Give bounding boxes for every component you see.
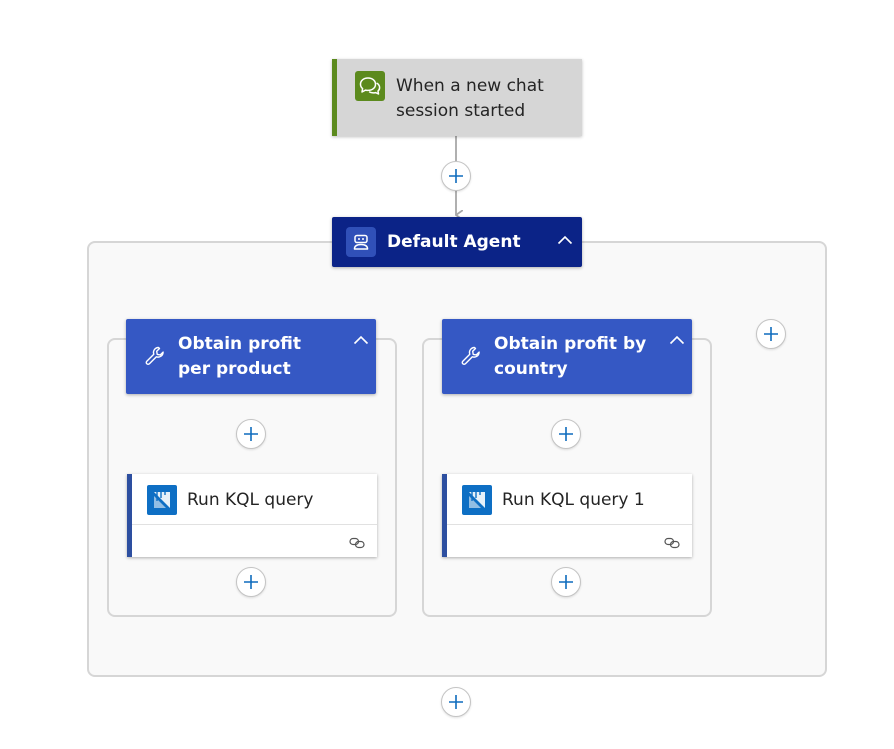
chevron-up-icon[interactable] xyxy=(666,331,688,349)
tool-card-obtain-profit-per-product[interactable]: Obtain profit per product xyxy=(126,319,376,394)
add-step-button[interactable] xyxy=(551,419,581,449)
add-step-button[interactable] xyxy=(441,687,471,717)
tool-title: Obtain profit per product xyxy=(178,334,302,379)
action-card-run-kql-query-1[interactable]: Run KQL query 1 xyxy=(442,474,692,557)
link-icon xyxy=(664,537,680,549)
plus-icon xyxy=(449,169,463,183)
plus-icon xyxy=(559,427,573,441)
agent-title: Default Agent xyxy=(387,232,521,252)
plus-icon xyxy=(449,695,463,709)
action-header: Run KQL query 1 xyxy=(447,474,692,525)
add-step-button[interactable] xyxy=(236,567,266,597)
chat-bubbles-icon xyxy=(355,71,385,101)
link-icon xyxy=(349,537,365,549)
bot-icon xyxy=(346,227,376,257)
trigger-card[interactable]: When a new chat session started xyxy=(332,59,582,136)
action-title: Run KQL query xyxy=(187,490,314,510)
plus-icon xyxy=(559,575,573,589)
tool-title: Obtain profit by country xyxy=(494,334,647,379)
add-step-button[interactable] xyxy=(551,567,581,597)
plus-icon xyxy=(244,427,258,441)
tool-card-obtain-profit-by-country[interactable]: Obtain profit by country xyxy=(442,319,692,394)
wrench-icon xyxy=(145,346,164,365)
kql-icon xyxy=(462,485,492,515)
kql-icon xyxy=(147,485,177,515)
chevron-up-icon[interactable] xyxy=(554,231,576,249)
wrench-icon xyxy=(461,346,480,365)
add-step-button[interactable] xyxy=(236,419,266,449)
add-step-button[interactable] xyxy=(441,161,471,191)
action-header: Run KQL query xyxy=(132,474,377,525)
action-card-run-kql-query[interactable]: Run KQL query xyxy=(127,474,377,557)
default-agent-card[interactable]: Default Agent xyxy=(332,217,582,267)
add-tool-button[interactable] xyxy=(756,319,786,349)
plus-icon xyxy=(764,327,778,341)
trigger-title: When a new chat session started xyxy=(396,76,544,121)
action-title: Run KQL query 1 xyxy=(502,490,645,510)
chevron-up-icon[interactable] xyxy=(350,331,372,349)
plus-icon xyxy=(244,575,258,589)
